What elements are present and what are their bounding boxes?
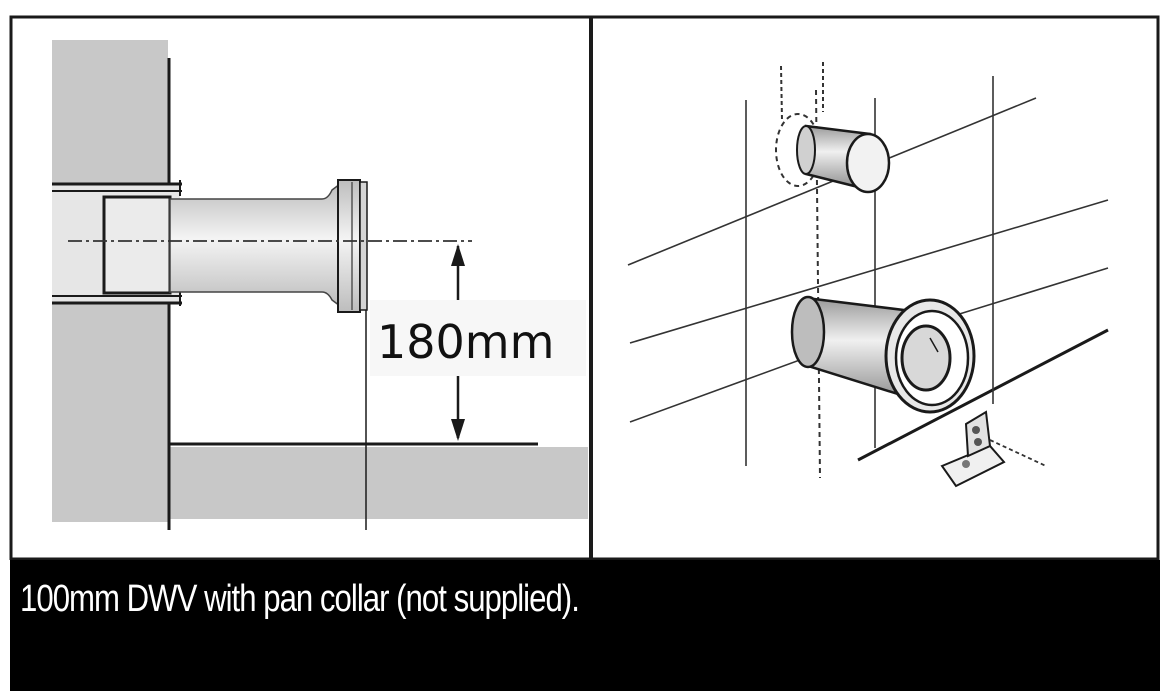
arrow-up-icon — [451, 244, 465, 266]
side-section-view: 180mm — [52, 40, 588, 530]
installation-diagram: 180mm — [9, 15, 1160, 560]
top-strip — [0, 0, 1160, 16]
floor — [168, 447, 588, 519]
caption-text: 100mm DWV with pan collar (not supplied)… — [20, 578, 580, 620]
perspective-view — [627, 62, 1109, 488]
arrow-down-icon — [451, 419, 465, 441]
dimension-label: 180mm — [377, 315, 554, 369]
floor-edge — [857, 328, 1109, 462]
pipe-body — [169, 182, 341, 308]
diagram-svg: 180mm — [9, 15, 1160, 560]
bracket-icon — [940, 410, 1006, 488]
dimension-label-bg — [370, 300, 586, 376]
pipe-inner — [102, 195, 172, 295]
caption-bar: 100mm DWV with pan collar (not supplied)… — [10, 560, 1160, 691]
pan-collar — [337, 179, 361, 313]
